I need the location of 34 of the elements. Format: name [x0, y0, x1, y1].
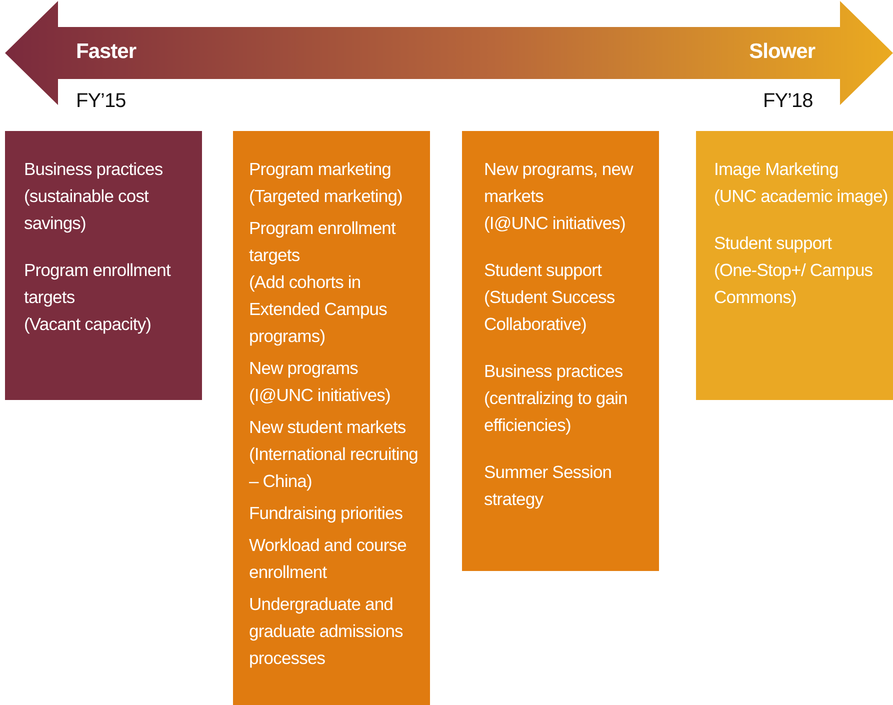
list-item-text: Business practices	[24, 158, 164, 181]
list-item-text: (International recruiting – China)	[249, 443, 419, 493]
list-item-text: Student support	[714, 232, 833, 255]
list-item-text: Fundraising priorities	[249, 502, 404, 525]
list-item-text: (I@UNC initiatives)	[249, 384, 392, 407]
list-item-text: (Add cohorts in Extended Campus programs)	[249, 271, 388, 348]
list-item-text: Program enrollment targets	[249, 217, 397, 267]
direction-label: Faster	[76, 40, 136, 64]
list-item-text: Summer Session strategy	[484, 461, 613, 511]
direction-label: Slower	[749, 40, 815, 64]
list-item-text: New programs	[249, 357, 359, 380]
category-panel	[462, 131, 659, 571]
list-item-text: Program marketing	[249, 158, 392, 181]
fiscal-year-label: FY’18	[763, 90, 813, 113]
list-item-text: Business practices	[484, 360, 624, 383]
list-item-text: Image Marketing	[714, 158, 840, 181]
fiscal-year-label: FY’15	[76, 90, 126, 113]
list-item-text: Undergraduate and graduate admissions processes	[249, 593, 404, 670]
list-item-text: (sustainable cost savings)	[24, 185, 150, 235]
list-item-text: Workload and course enrollment	[249, 534, 408, 584]
category-panel	[696, 131, 893, 400]
list-item-text: (Vacant capacity)	[24, 313, 152, 336]
category-panel	[233, 131, 430, 705]
list-item-text: New programs, new markets	[484, 158, 634, 208]
list-item-text: (Student Success Collaborative)	[484, 286, 616, 336]
list-item-text: (I@UNC initiatives)	[484, 212, 626, 235]
list-item-text: (Targeted marketing)	[249, 185, 404, 208]
list-item-text: (One-Stop+/ Campus Commons)	[714, 259, 874, 309]
list-item-text: Program enrollment targets	[24, 259, 172, 309]
list-item-text: Student support	[484, 259, 603, 282]
category-panel	[5, 131, 202, 400]
list-item-text: (UNC academic image)	[714, 185, 889, 208]
list-item-text: New student markets	[249, 416, 407, 439]
list-item-text: (centralizing to gain efficiencies)	[484, 387, 628, 437]
